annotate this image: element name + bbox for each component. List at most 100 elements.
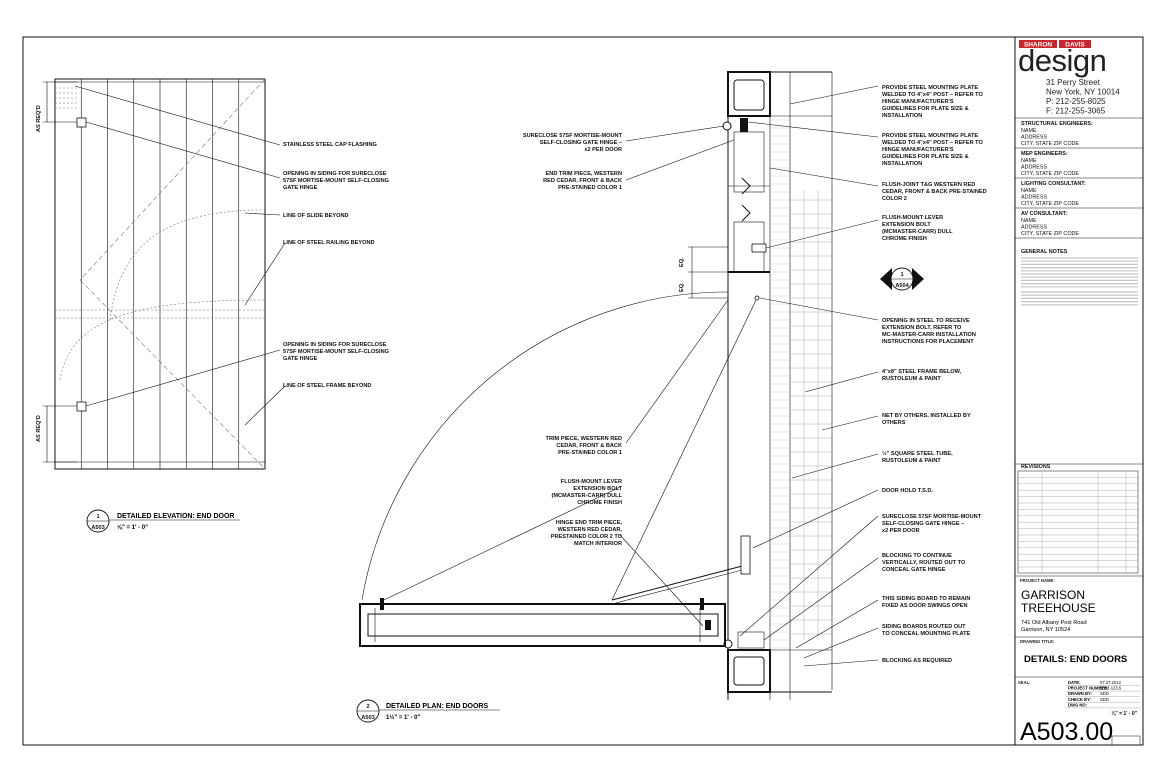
plan-note-right-line: EXTENSION BOLT: [882, 222, 931, 228]
plan-note-right-line: FIXED AS DOOR SWINGS OPEN: [882, 603, 968, 609]
consultant-line: CITY, STATE ZIP CODE: [1021, 141, 1079, 147]
firm-address-line: P: 212-255-8025: [1046, 97, 1106, 106]
info-value: 2012-123.5: [1100, 686, 1122, 691]
info-value: SDD: [1100, 697, 1109, 702]
firm-name-right-bg: [1059, 40, 1091, 48]
plan-note-right-line: BLOCKING TO CONTINUE: [882, 553, 952, 559]
consultant-line: ADDRESS: [1021, 225, 1047, 231]
plan-note-left-line: PRE-STAINED COLOR 1: [558, 185, 622, 191]
plan-note-left-line: SELF-CLOSING GATE HINGE –: [540, 140, 622, 146]
plan-note-right-line: SIDING BOARDS ROUTED OUT: [882, 624, 966, 630]
leader: [759, 297, 879, 321]
plan-note-right-line: INSTRUCTIONS FOR PLACEMENT: [882, 339, 974, 345]
leader: [803, 627, 879, 659]
leader: [795, 599, 879, 649]
steel-post-top-inner: [733, 79, 765, 111]
detail-tag-2: 2 A503 DETAILED PLAN: END DOORS 1½" = 1'…: [356, 699, 500, 723]
firm-address-line: 31 Perry Street: [1046, 78, 1101, 87]
pg-box: [1111, 735, 1141, 746]
plan-note-right-line: SELF-CLOSING GATE HINGE –: [882, 521, 964, 527]
plan-note-right-line: OTHERS: [882, 420, 906, 426]
section-sheet: A504: [895, 283, 909, 289]
elevation-note-line: GATE HINGE: [283, 356, 318, 362]
leader: [625, 125, 725, 142]
plan-note-right-line: OPENING IN STEEL TO RECEIVE: [882, 318, 970, 324]
plan-note-right-line: GUIDELINES FOR PLATE SIZE &: [882, 154, 969, 160]
plan-note-left-line: HINGE END TRIM PIECE,: [556, 520, 623, 526]
leader: [625, 299, 729, 444]
plan-note-right-line: THIS SIDING BOARD TO REMAIN: [882, 596, 970, 602]
leader: [85, 349, 281, 407]
plan-note-right-line: INSTALLATION: [882, 113, 922, 119]
leader: [74, 85, 281, 146]
leader: [821, 415, 879, 431]
door-hold: [611, 564, 747, 601]
plan-note-right-line: FLUSH-JOINT T&G WESTERN RED: [882, 182, 975, 188]
info-label: DWG NO:: [1068, 702, 1087, 707]
trim-mark: [700, 598, 704, 610]
net-grid: [770, 119, 832, 649]
plan-note-right-line: 4"x8" STEEL FRAME BELOW,: [882, 369, 962, 375]
elevation-note: LINE OF STEEL FRAME BEYOND: [283, 383, 371, 389]
info-scale: ⅛" = 1' - 0": [1111, 711, 1137, 717]
consultant-line: ADDRESS: [1021, 195, 1047, 201]
plan-note-left-line: x2 PER DOOR: [584, 147, 622, 153]
info-value: 07.27.2012: [1100, 680, 1122, 685]
plan-note-left-line: WESTERN RED CEDAR,: [558, 527, 623, 533]
plan-note-left-line: EXTENSION BOLT: [573, 486, 622, 492]
plan-note-left-line: END TRIM PIECE, WESTERN: [546, 171, 622, 177]
plan-note-right-line: VERTICALLY, ROUTED OUT TO: [882, 560, 966, 566]
flush-bolt: [751, 243, 767, 253]
project-address-2: Garrison, NY 10524: [1021, 627, 1070, 633]
firm-name-left-bg: [1019, 40, 1057, 48]
open-door-inner: [367, 613, 719, 637]
slide-curve: [109, 209, 266, 321]
plan-note-right-line: PROVIDE STEEL MOUNTING PLATE: [882, 133, 978, 139]
plan-note-right-line: ½" SQUARE STEEL TUBE,: [882, 450, 953, 457]
consultant-title: AV CONSULTANT:: [1021, 211, 1067, 217]
section-arrow: [912, 268, 924, 290]
elevation-note: LINE OF STEEL RAILING BEYOND: [283, 240, 375, 246]
break-symbol: [741, 177, 751, 195]
plan-note-right-line: BLOCKING AS REQUIRED: [882, 658, 952, 664]
hinge-opening-bottom: [76, 401, 87, 412]
elevation-note-line: GATE HINGE: [283, 185, 318, 191]
slide-line: [79, 78, 266, 281]
consultant-line: CITY, STATE ZIP CODE: [1021, 171, 1079, 177]
plan-note-right: 4"x8" STEEL FRAME BELOW,RUSTOLEUM & PAIN…: [882, 369, 962, 382]
plan-note-left-line: MATCH INTERIOR: [574, 541, 622, 547]
consultant-line: NAME: [1021, 218, 1037, 224]
plan-note-right-line: NET BY OTHERS, INSTALLED BY: [882, 413, 971, 419]
leader: [803, 659, 879, 667]
tag-sheet: A503: [91, 525, 104, 531]
revisions-title: REVISIONS: [1021, 464, 1051, 470]
sheet-border: [22, 36, 1144, 746]
dim-label-bottom: AS REQ'D: [36, 415, 42, 442]
plan-note-right-line: PROVIDE STEEL MOUNTING PLATE: [882, 85, 978, 91]
leader: [383, 486, 621, 601]
leader: [625, 139, 735, 181]
leader: [791, 453, 879, 479]
plan-note-right: BLOCKING AS REQUIRED: [882, 658, 952, 664]
elevation-detail: AS REQ'D AS REQ'D STAINLESS STEEL CAP FL…: [36, 78, 389, 533]
leader: [804, 371, 879, 393]
drawing-title: DETAILS: END DOORS: [1024, 654, 1127, 665]
steel-post-bottom-inner: [733, 656, 765, 686]
revisions-frame: [1017, 470, 1139, 574]
plan-note-right-line: RUSTOLEUM & PAINT: [882, 376, 941, 382]
elevation-note-line: LINE OF SLIDE BEYOND: [283, 213, 349, 219]
plan-note-right: ½" SQUARE STEEL TUBE,RUSTOLEUM & PAINT: [882, 450, 953, 464]
